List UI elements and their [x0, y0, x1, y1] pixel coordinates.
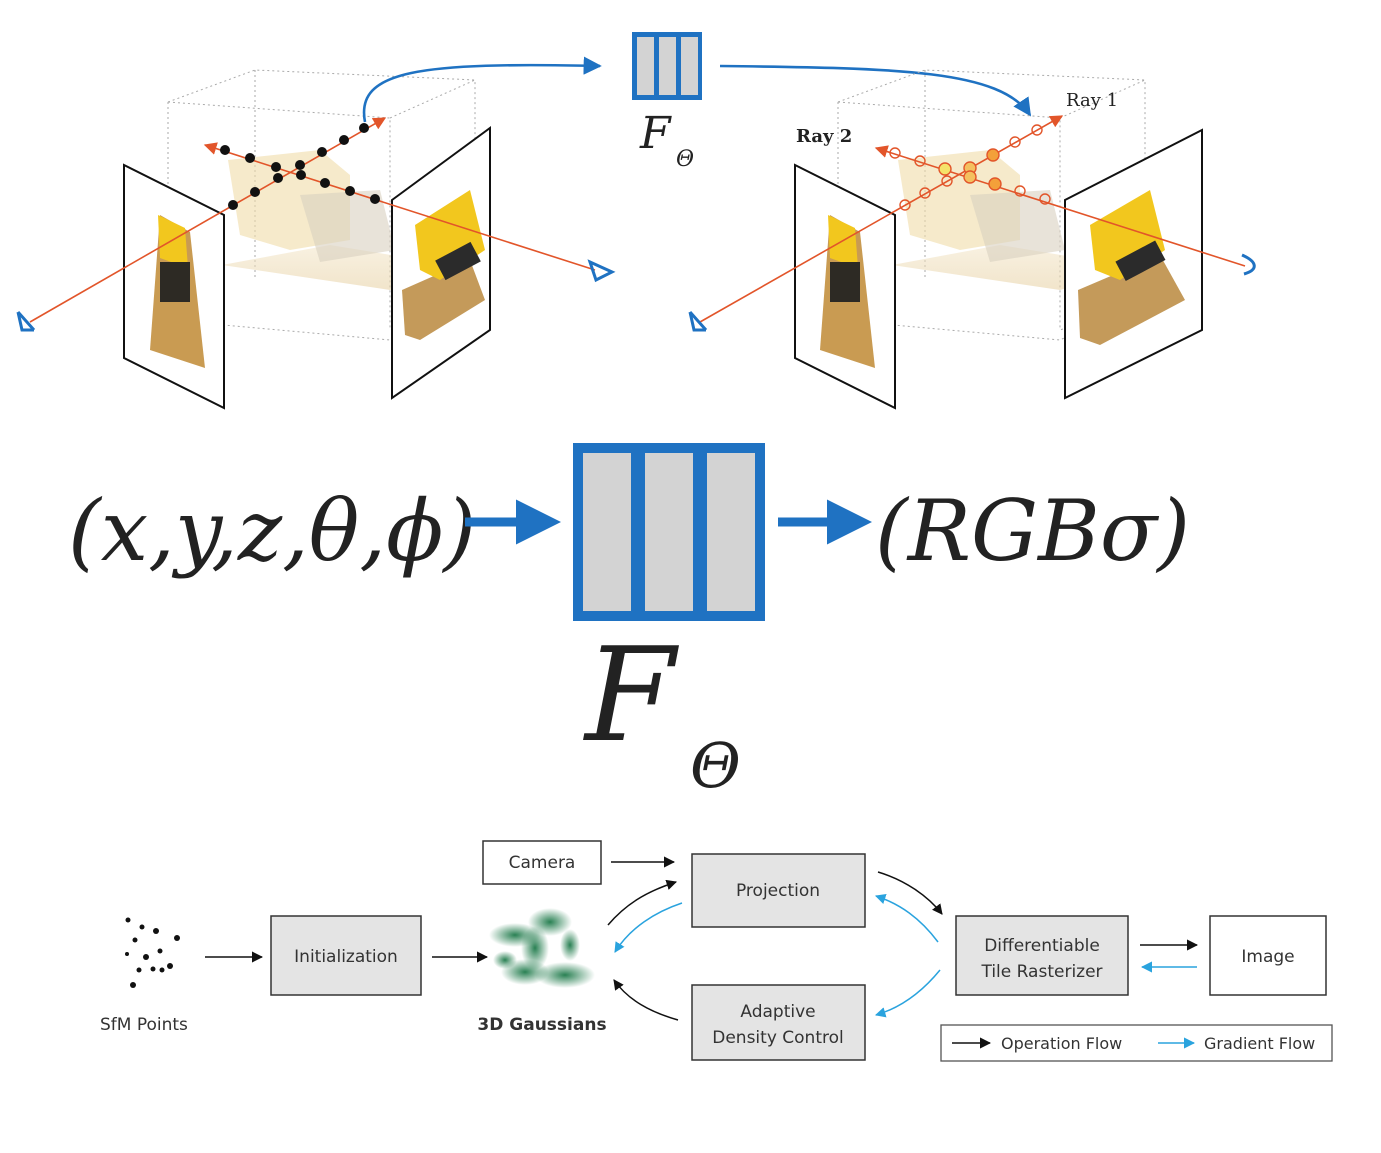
gaussian-pipeline: SfM Points Initialization 3D Gaussians C… [100, 840, 1333, 1062]
ray-2-label: Ray 2 [796, 126, 852, 147]
initialization-box [270, 915, 422, 996]
sfm-points-icon [125, 917, 180, 988]
arrow-to-network [362, 56, 602, 123]
image-plane-right [391, 126, 491, 400]
network-icon-small [632, 32, 702, 100]
nerf-mapping: (x,y,z,θ,ϕ) (RGBσ) F Θ [68, 443, 1190, 802]
ray-1-label: Ray 1 [1066, 90, 1118, 111]
adc-label-line1: Adaptive [740, 1002, 815, 1022]
ray-left-b [203, 142, 596, 271]
rasterizer-box [955, 915, 1129, 996]
image-plane-left-2 [794, 163, 896, 410]
rasterizer-label-line1: Differentiable [984, 936, 1100, 956]
rasterizer-label-line2: Tile Rasterizer [980, 962, 1102, 982]
sample-points-ray-2 [889, 147, 1051, 205]
camera-icon-right [587, 259, 616, 283]
projection-label: Projection [736, 881, 820, 901]
op-arrow-gaussians-to-projection [607, 879, 677, 926]
ray-2 [874, 145, 1246, 267]
sample-points-left [220, 123, 380, 210]
initialization-label: Initialization [294, 947, 398, 967]
camera-box [482, 840, 602, 885]
output-expression: (RGBσ) [875, 482, 1190, 580]
grad-arrow-rasterizer-to-adc [874, 969, 941, 1018]
legend: Operation Flow Gradient Flow [940, 1024, 1333, 1062]
image-label: Image [1241, 947, 1294, 967]
gaussians-label: 3D Gaussians [477, 1015, 606, 1035]
camera-icon-left [16, 311, 36, 332]
adc-label-line2: Density Control [712, 1028, 843, 1048]
network-label-large: F [583, 619, 680, 771]
ray-1 [699, 115, 1064, 323]
image-box [1209, 915, 1327, 996]
op-arrow-projection-to-rasterizer [877, 871, 943, 915]
gaussians-icon [489, 908, 595, 988]
arrow-from-network [719, 64, 1032, 117]
network-subscript-large: Θ [690, 729, 741, 802]
legend-operation-label: Operation Flow [1001, 1034, 1122, 1053]
grad-arrow-rasterizer-to-projection [875, 894, 939, 943]
sample-points-ray-1 [899, 124, 1043, 211]
image-plane-left [123, 163, 225, 410]
network-subscript-small: Θ [676, 147, 694, 172]
network-label-small: F [639, 108, 672, 159]
nerf-scene-right: Ray 1 Ray 2 [688, 69, 1256, 410]
nerf-scene-left [16, 69, 616, 410]
sfm-points-label: SfM Points [100, 1015, 188, 1035]
camera-icon-right-2 [1241, 253, 1256, 276]
camera-label: Camera [509, 853, 576, 873]
input-expression: (x,y,z,θ,ϕ) [68, 482, 476, 580]
projection-box [691, 853, 866, 928]
network-icon-large [573, 443, 765, 621]
adaptive-density-control-box [691, 984, 866, 1061]
op-arrow-adc-to-gaussians [613, 979, 679, 1021]
camera-icon-left-2 [688, 311, 708, 332]
legend-gradient-label: Gradient Flow [1204, 1034, 1315, 1053]
image-plane-right-2 [1064, 128, 1203, 400]
grad-arrow-projection-to-gaussians [614, 902, 683, 953]
